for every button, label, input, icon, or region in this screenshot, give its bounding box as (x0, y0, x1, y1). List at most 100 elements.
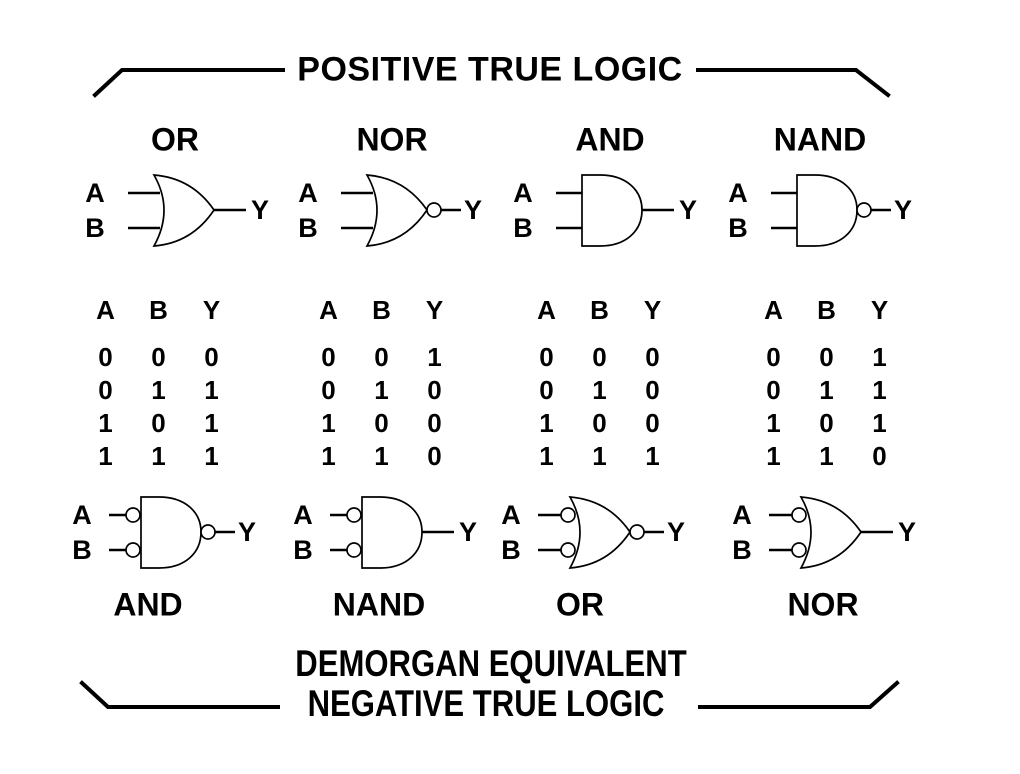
output-y-label: Y (679, 195, 697, 225)
col-header-y: Y (870, 295, 889, 325)
table-cell: 0 (592, 408, 607, 438)
table-cell: 0 (645, 408, 660, 438)
table-row: 0 0 0 (79, 341, 239, 374)
col-header-b: B (817, 295, 836, 325)
table-row: 0 1 0 (302, 374, 462, 407)
table-cell: 1 (204, 375, 219, 405)
or-gate-body (568, 496, 632, 569)
table-cell: 0 (766, 375, 781, 405)
col-header-y: Y (425, 295, 444, 325)
table-cell: 0 (819, 408, 834, 438)
and-gate-body (140, 496, 202, 569)
input-b-label: B (293, 535, 313, 565)
table-cell: 0 (427, 375, 442, 405)
table-cell: 0 (766, 342, 781, 372)
table-cell: 1 (766, 441, 781, 471)
table-cell: 1 (204, 441, 219, 471)
output-inversion-bubble (426, 202, 442, 218)
table-cell: 1 (819, 375, 834, 405)
table-cell: 0 (645, 375, 660, 405)
input-b-label: B (728, 213, 748, 243)
input-b-label: B (513, 213, 533, 243)
and-gate-body (581, 174, 643, 247)
table-cell: 0 (645, 342, 660, 372)
table-cell: 1 (539, 441, 554, 471)
col-header-a: A (764, 295, 783, 325)
table-cell: 0 (321, 375, 336, 405)
bottom-right-bracket-line (698, 680, 900, 709)
output-inversion-bubble (856, 202, 872, 218)
bottom-left-bracket-line (79, 680, 280, 709)
table-row: 0 1 0 (520, 374, 680, 407)
col-header-b: B (372, 295, 391, 325)
nand-gate-symbol: A B Y (728, 174, 912, 247)
top-left-bracket-line (92, 68, 285, 98)
table-cell: 1 (592, 375, 607, 405)
top-gate-label-nand: NAND (773, 121, 867, 158)
and-gate-body (796, 174, 858, 247)
table-cell: 0 (374, 342, 389, 372)
table-cell: 1 (321, 408, 336, 438)
output-y-label: Y (667, 517, 685, 547)
table-cell: 1 (819, 441, 834, 471)
table-cell: 0 (98, 375, 113, 405)
col-header-a: A (319, 295, 338, 325)
output-y-label: Y (894, 195, 912, 225)
table-cell: 0 (151, 342, 166, 372)
bottom-gate-label-and: AND (113, 586, 183, 623)
col-header-a: A (537, 295, 556, 325)
table-row: 0 0 0 (520, 341, 680, 374)
output-y-label: Y (898, 517, 916, 547)
table-cell: 0 (427, 441, 442, 471)
bottom-gate-label-nor: NOR (787, 586, 859, 623)
negative-logic-nor-gate-symbol: A B Y (732, 496, 916, 569)
input-inversion-bubble-b (791, 542, 807, 558)
input-inversion-bubble-a (791, 507, 807, 523)
input-b-label: B (85, 213, 105, 243)
top-gate-label-and: AND (575, 121, 645, 158)
table-cell: 1 (645, 441, 660, 471)
positive-true-logic-title: POSITIVE TRUE LOGIC (297, 50, 683, 89)
input-a-label: A (85, 178, 105, 208)
bottom-gate-label-or: OR (556, 586, 604, 623)
table-cell: 0 (539, 375, 554, 405)
input-a-label: A (293, 500, 313, 530)
table-cell: 1 (321, 441, 336, 471)
table-cell: 1 (592, 441, 607, 471)
table-row: 1 1 0 (747, 440, 907, 473)
table-cell: 0 (204, 342, 219, 372)
top-gate-label-or: OR (151, 121, 199, 158)
input-inversion-bubble-b (125, 542, 141, 558)
table-cell: 0 (98, 342, 113, 372)
table-cell: 1 (374, 441, 389, 471)
table-cell: 1 (374, 375, 389, 405)
table-cell: 1 (766, 408, 781, 438)
table-cell: 0 (539, 342, 554, 372)
table-row: 1 1 0 (302, 440, 462, 473)
table-cell: 1 (872, 342, 887, 372)
col-header-b: B (590, 295, 609, 325)
and-gate-symbol: A B Y (513, 174, 697, 247)
table-cell: 0 (592, 342, 607, 372)
col-header-y: Y (643, 295, 662, 325)
table-cell: 0 (374, 408, 389, 438)
demorgan-equivalent-title: DEMORGAN EQUIVALENT (295, 643, 687, 684)
or-gate-body (365, 174, 429, 247)
output-y-label: Y (251, 195, 269, 225)
table-cell: 0 (872, 441, 887, 471)
nor-gate-symbol: A B Y (298, 174, 482, 247)
input-a-label: A (501, 500, 521, 530)
negative-logic-or-gate-symbol: A B Y (501, 496, 685, 569)
table-cell: 1 (204, 408, 219, 438)
